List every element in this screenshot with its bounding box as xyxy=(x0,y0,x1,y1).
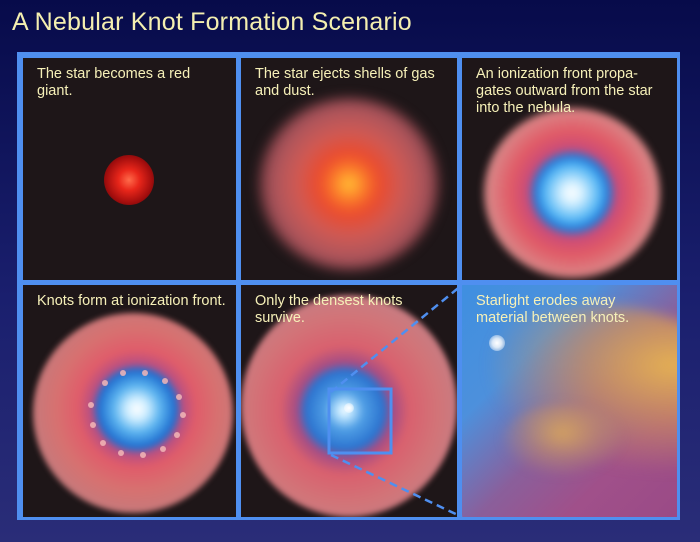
nebula-halo xyxy=(484,108,660,278)
panel-red-giant: The star becomes a red giant. xyxy=(23,58,236,280)
panel-densest-knots: Only the densest knots survive. xyxy=(241,285,457,517)
central-star xyxy=(344,403,354,413)
panel-caption: The star ejects shells of gas and dust. xyxy=(255,66,435,99)
knot-cluster xyxy=(502,405,622,475)
red-giant-star xyxy=(104,155,154,205)
panel-caption: The star becomes a red giant. xyxy=(37,66,191,99)
ejected-shell-cloud xyxy=(259,98,439,270)
panel-caption: An ionization front propa-gates outward … xyxy=(476,66,653,116)
panel-caption: Only the densest knots survive. xyxy=(255,293,403,326)
panel-starlight-erodes: Starlight erodes away material between k… xyxy=(462,285,677,517)
knotted-nebula xyxy=(33,313,233,513)
page-title: A Nebular Knot Formation Scenario xyxy=(12,8,412,36)
panel-caption: Starlight erodes away material between k… xyxy=(476,293,630,326)
scenario-grid: The star becomes a red giant. The star e… xyxy=(17,52,680,520)
panel-ejected-shells: The star ejects shells of gas and dust. xyxy=(241,58,457,280)
panel-caption: Knots form at ionization front. xyxy=(37,293,226,309)
panel-knots-form: Knots form at ionization front. xyxy=(23,285,236,517)
bright-star xyxy=(489,335,505,351)
panel-ionization-front: An ionization front propa-gates outward … xyxy=(462,58,677,280)
